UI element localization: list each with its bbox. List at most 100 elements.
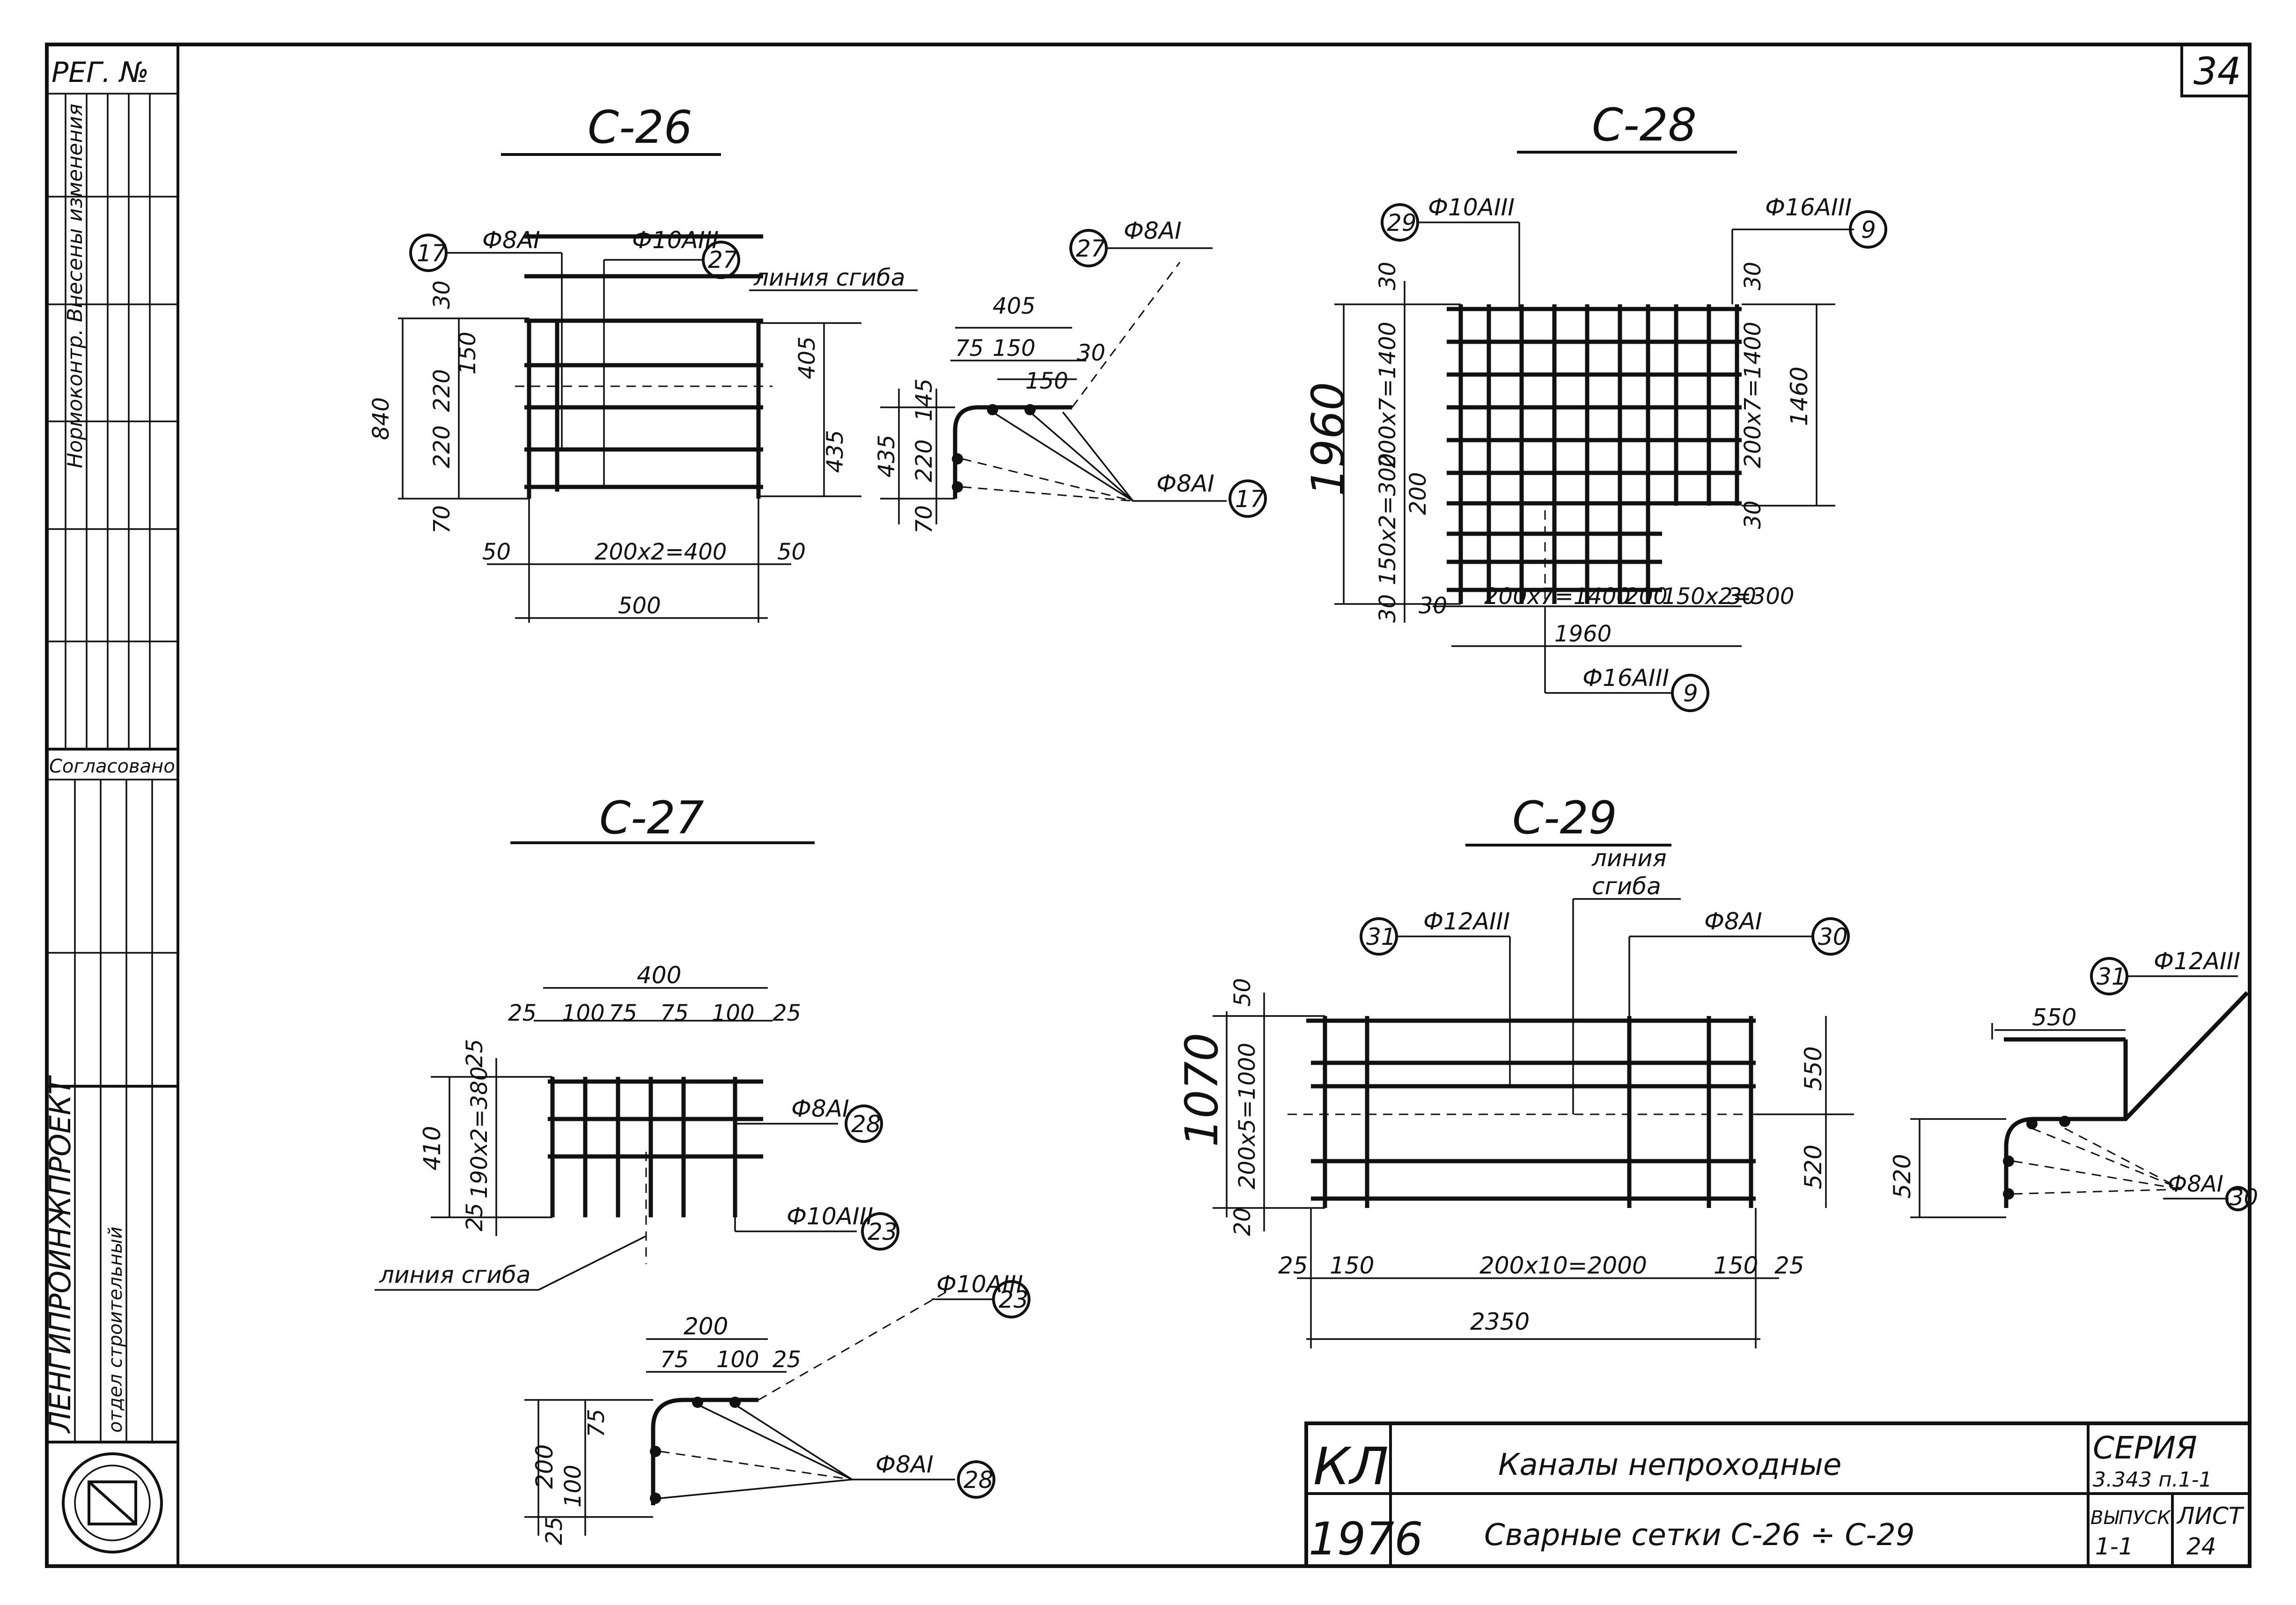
c27s-pos-28: 28 [964,1466,993,1494]
c26-title: С-26 [588,101,692,154]
c27s-dim-75: 75 [660,1347,689,1373]
c28-dim-1960v: 1960 [1302,382,1354,496]
c29-dim-150r: 150 [1714,1252,1758,1279]
c27-bend-line: линия сгиба [379,1261,530,1288]
c28-dim-150x2b: 150x2=300 [1662,583,1794,610]
c29-section: 550 520 31 Ф12АIII Ф8АI 30 [1889,948,2258,1218]
c26s-dim-435: 435 [874,434,900,478]
c26s-dim-75: 75 [955,335,984,361]
c29-pos-30: 30 [1818,923,1848,950]
c28-dim-30b: 30 [1419,593,1447,619]
c28-bar-left: Ф10АIII [1428,194,1515,221]
c27s-dim-100: 100 [716,1347,759,1373]
c28-mesh-plan [1447,304,1742,609]
c28-dim-1960h: 1960 [1554,621,1612,647]
c28-title: С-28 [1592,99,1697,151]
c26-section: 405 75 150 30 150 145 220 435 70 27 Ф8АI… [874,217,1267,534]
c27-title: С-27 [599,792,704,844]
c27-dim-25b: 25 [773,1000,801,1026]
c27s-dim-25: 25 [773,1347,801,1373]
c27s-dim-h200: 200 [531,1444,558,1489]
issue-label: ВЫПУСК [2090,1507,2171,1529]
c27s-dim-h100: 100 [560,1465,586,1508]
agreed-label: Согласовано [49,756,175,777]
c26-dim-840: 840 [368,397,394,440]
c26-dim-50r: 50 [777,539,806,565]
sheet-year: 1976 [1309,1513,1423,1565]
c26s-dim-70: 70 [911,505,937,534]
c27-section: 200 75 100 25 200 75 100 25 Ф10АIII 23 Ф… [524,1271,1030,1545]
page-number-box: 34 [2180,43,2251,97]
c27-bar-sec: Ф10АIII [787,1203,873,1230]
c27s-pos-23: 23 [999,1286,1029,1313]
series-value: 3.343 п.1-1 [2093,1468,2212,1492]
c29s-dim-520: 520 [1889,1154,1916,1199]
c27-dim-400: 400 [637,962,681,989]
c29-dim-50: 50 [1229,978,1256,1007]
c29-dim-1000: 200x5=1000 [1234,1043,1260,1189]
issue-value: 1-1 [2095,1533,2134,1560]
c26-dim-220a: 220 [429,369,455,412]
c29-dim-horiz: 200x10=2000 [1479,1252,1647,1279]
c29s-bar-bottom: Ф8АI [2168,1171,2223,1197]
c27-pos-28: 28 [851,1111,881,1138]
reg-label: РЕГ. № [52,56,149,89]
c29-bar-left: Ф12АIII [1423,908,1510,935]
c29-mesh-plan [1288,1016,1854,1208]
c29-dim-520: 520 [1800,1145,1827,1189]
c26-dim-50l: 50 [482,539,511,565]
c28-dim-horiz: 200x7=1400 [1484,583,1631,610]
c27-dim-380: 190x2=380 [466,1067,493,1199]
page-number: 34 [2193,50,2241,93]
c26s-pos-27: 27 [1076,235,1106,262]
c27-dim-75b: 75 [660,1000,689,1026]
list-value: 24 [2186,1533,2216,1560]
mesh-c28: С-28 1960 [1302,99,1887,712]
c28-dim-30tr: 30 [1740,262,1766,290]
c28-dim-30br: 30 [1728,583,1756,610]
c28-pos-9b: 9 [1683,680,1698,707]
c29-dim-2350: 2350 [1470,1308,1530,1335]
c29-dim-150l: 150 [1330,1252,1374,1279]
mesh-c27: С-27 400 25 100 75 75 100 25 25 410 190x… [375,792,1030,1545]
c27s-bar-bottom: Ф8АI [876,1451,934,1478]
c27-dim-100a: 100 [562,1000,605,1026]
org-name: ЛЕНГИПРОИНЖПРОЕКТ [43,1075,77,1434]
changes-header: Нормоконтр. Внесены изменения [63,103,87,468]
title-line2: Сварные сетки С-26 ÷ С-29 [1484,1518,1915,1553]
c28-pos-9a: 9 [1861,216,1876,243]
c28-dim-200: 200 [1405,472,1431,515]
c27-dim-75a: 75 [609,1000,637,1026]
c26s-dim-150b: 150 [1025,368,1068,394]
c29s-bar-top: Ф12АIII [2154,948,2240,975]
c29s-pos-30: 30 [2230,1185,2258,1211]
c27-dim-410: 410 [419,1126,446,1171]
c26s-dim-405: 405 [993,293,1036,319]
c28-bar-right: Ф16АIII [1765,194,1852,221]
c28-dim-30r: 30 [1740,501,1766,529]
c26-dim-30: 30 [429,280,455,309]
c26-dim-400: 200x2=400 [595,539,727,565]
c28-dim-150x2: 150x2=300 [1375,453,1401,585]
c26-dim-150: 150 [455,331,481,375]
c28-dim-vert-right: 200x7=1400 [1740,322,1766,468]
c29-dim-20: 20 [1229,1207,1256,1236]
c29-dim-550: 550 [1800,1046,1827,1091]
series-label: СЕРИЯ [2093,1430,2197,1466]
c27s-bar-top: Ф10АIII [936,1271,1023,1298]
mesh-c26: С-26 840 30 150 220 220 70 [368,101,1267,623]
c26s-dim-145: 145 [911,378,937,421]
c26-bend-line: линия сгиба [753,264,905,291]
c26-dim-500: 500 [618,593,661,619]
c29-bar-right: Ф8АI [1704,908,1762,935]
c28-bar-bottom: Ф16АIII [1582,664,1669,692]
list-label: ЛИСТ [2176,1502,2244,1530]
org-logo [62,1452,163,1553]
c28-dim-200b: 200 [1625,583,1668,610]
c27-mesh-plan [548,1077,763,1264]
c28-pos-29: 29 [1387,209,1417,236]
sheet-code: КЛ [1313,1436,1389,1496]
c27-pos-23: 23 [868,1218,898,1245]
c29-title: С-29 [1512,792,1617,844]
c29-dim-25l: 25 [1278,1252,1308,1279]
